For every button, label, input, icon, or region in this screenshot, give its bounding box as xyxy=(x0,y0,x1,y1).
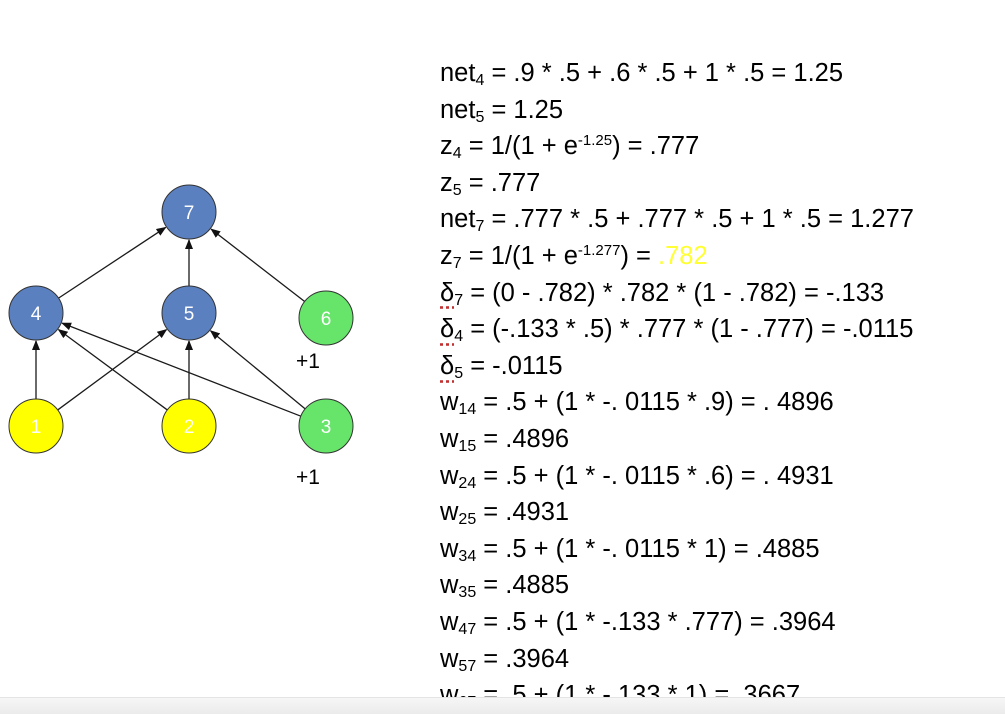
equation-z7: z7 = 1/(1 + e-1.277) = .782 xyxy=(440,241,708,272)
edge-3-to-5 xyxy=(209,330,306,410)
node-circle-6 xyxy=(298,290,354,346)
node-circle-5 xyxy=(161,285,217,341)
equation-delta5: δ5 = -.0115 xyxy=(440,351,563,382)
edge-4-to-7 xyxy=(58,226,167,299)
node-1: 1 xyxy=(8,398,64,454)
node-circle-4 xyxy=(8,285,64,341)
equation-w47: w47 = .5 + (1 * -.133 * .777) = .3964 xyxy=(440,607,836,638)
node-label-4: 4 xyxy=(31,304,42,325)
node-label-3: 3 xyxy=(321,417,332,438)
equation-w25: w25 = .4931 xyxy=(440,498,570,529)
node-label-1: 1 xyxy=(31,417,42,438)
equation-w14: w14 = .5 + (1 * -. 0115 * .9) = . 4896 xyxy=(440,388,834,419)
node-label-2: 2 xyxy=(184,417,195,438)
highlighted-output: .782 xyxy=(658,241,708,270)
equation-net4: net4 = .9 * .5 + .6 * .5 + 1 * .5 = 1.25 xyxy=(440,59,844,89)
equation-delta7: δ7 = (0 - .782) * .782 * (1 - .782) = -.… xyxy=(440,278,885,309)
edge-3-to-4 xyxy=(61,322,302,417)
node-2: 2 xyxy=(161,398,217,454)
node-4: 4 xyxy=(8,285,64,341)
bias-label-node3: +1 xyxy=(296,466,320,489)
node-7: 7 xyxy=(161,184,217,240)
node-label-6: 6 xyxy=(321,309,332,330)
equation-w15: w15 = .4896 xyxy=(440,424,570,455)
node-label-7: 7 xyxy=(184,203,195,224)
node-5: 5 xyxy=(161,285,217,341)
equation-w57: w57 = .3964 xyxy=(440,644,570,675)
node-3: 3 xyxy=(298,398,354,454)
edge-6-to-7 xyxy=(210,228,306,302)
node-circle-3 xyxy=(298,398,354,454)
equation-z4: z4 = 1/(1 + e-1.25) = .777 xyxy=(440,132,700,163)
bottom-scrollbar[interactable] xyxy=(0,697,1005,714)
node-label-5: 5 xyxy=(184,304,195,325)
edge-1-to-5 xyxy=(57,329,168,411)
bias-label-node6: +1 xyxy=(296,350,320,373)
equation-net7: net7 = .777 * .5 + .777 * .5 + 1 * .5 = … xyxy=(440,205,914,236)
node-6: 6 xyxy=(298,290,354,346)
node-circle-1 xyxy=(8,398,64,454)
equation-net5: net5 = 1.25 xyxy=(440,95,564,126)
network-diagram: 7 4 5 6 1 2 3 +1 +1 xyxy=(8,184,354,489)
equation-list: net4 = .9 * .5 + .6 * .5 + 1 * .5 = 1.25… xyxy=(440,55,914,714)
equation-z5: z5 = .777 xyxy=(440,168,541,199)
equation-w34: w34 = .5 + (1 * -. 0115 * 1) = .4885 xyxy=(440,534,820,565)
node-circle-2 xyxy=(161,398,217,454)
node-circle-7 xyxy=(161,184,217,240)
equation-w24: w24 = .5 + (1 * -. 0115 * .6) = . 4931 xyxy=(440,461,834,492)
equation-delta4: δ4 = (-.133 * .5) * .777 * (1 - .777) = … xyxy=(440,315,914,346)
equation-w35: w35 = .4885 xyxy=(440,571,570,602)
